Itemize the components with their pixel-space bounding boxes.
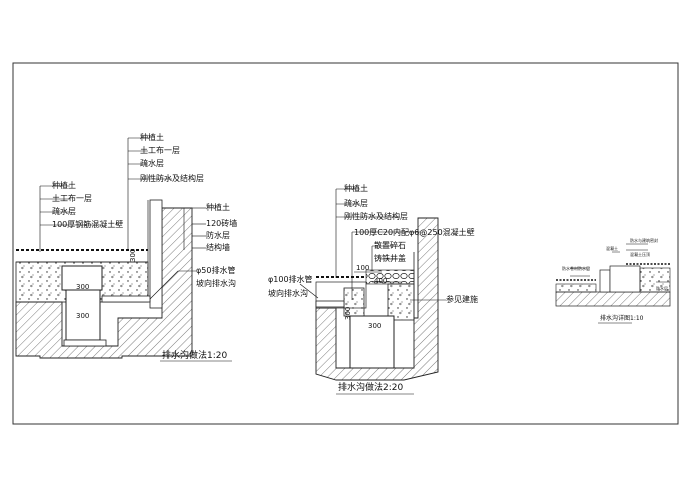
d3-note-3: 防水卷材防水层 [562,265,590,271]
d1-label-1: 土工布一层 [52,193,92,203]
drawing-border [12,62,679,425]
d1-top-label-0: 种植土 [140,132,164,142]
d2-wall-note: 100厚C20内配φ6@250混凝土壁 [354,227,475,237]
d1-label-2: 疏水层 [52,206,76,216]
d1-right-label-3: 结构墙 [206,242,230,252]
d2-ref-note: 参见建施 [446,294,478,304]
d3-note-1: 防水与建筑密封 [630,237,658,243]
d2-dim-300: 300 [368,322,381,330]
d3-caption: 排水沟详图1:10 [600,314,644,322]
d2-gravel-note-2: 铸铁井盖 [374,253,406,263]
detail-3: 混凝土 防水与建筑密封 混凝土压顶 防水卷材防水层 防水层 排水沟详图1:10 [555,237,671,324]
drain-channel [599,269,611,293]
d2-pipe-note-2: 坡向排水沟 [268,288,308,298]
d1-label-0: 种植土 [52,180,76,190]
d1-label-3: 100厚钢筋混凝土壁 [52,219,123,229]
d1-top-label-3: 刚性防水及结构层 [140,173,204,183]
d2-label-1: 疏水层 [344,198,368,208]
d1-right-label-1: 120砖墙 [206,218,237,228]
d2-caption: 排水沟做法2:20 [338,381,403,393]
d3-note-4: 防水层 [656,285,668,291]
d2-dim-400: 400 [374,277,387,285]
d1-dim-a: 300 [76,283,89,291]
d2-pipe-note-1: φ100排水管 [268,274,313,284]
d1-dim-side: 300 [129,249,137,262]
brick-wall [149,199,163,309]
drain-pipe [315,300,345,308]
d1-right-label-2: 防水层 [206,230,230,240]
d2-dim-side: 300 [344,307,352,320]
d1-caption: 排水沟做法1:20 [162,349,227,361]
d1-dim-b: 300 [76,312,89,320]
d3-note-2: 混凝土压顶 [630,251,650,257]
structure-hatch [555,291,671,307]
d2-label-2: 刚性防水及结构层 [344,211,408,221]
d1-pipe-note-2: 坡向排水沟 [196,278,236,288]
d2-label-0: 种植土 [344,183,368,193]
detail-1: 种植土 土工布一层 疏水层 100厚钢筋混凝土壁 种植土 土工布一层 疏水层 刚… [15,132,237,362]
drain-pipe [101,295,151,303]
d1-pipe-note-1: φ50排水管 [196,265,235,275]
d3-note-0: 混凝土 [606,245,618,251]
detail-2: 种植土 疏水层 刚性防水及结构层 100厚C20内配φ6@250混凝土壁 散置碎… [268,183,478,395]
d2-gravel-note-1: 散置碎石 [374,240,406,250]
d1-right-label-0: 种植土 [206,202,230,212]
d1-top-label-2: 疏水层 [140,158,164,168]
structure-hatch [315,217,439,381]
d2-dim-100: 100 [356,264,369,272]
d1-top-label-1: 土工布一层 [140,145,180,155]
